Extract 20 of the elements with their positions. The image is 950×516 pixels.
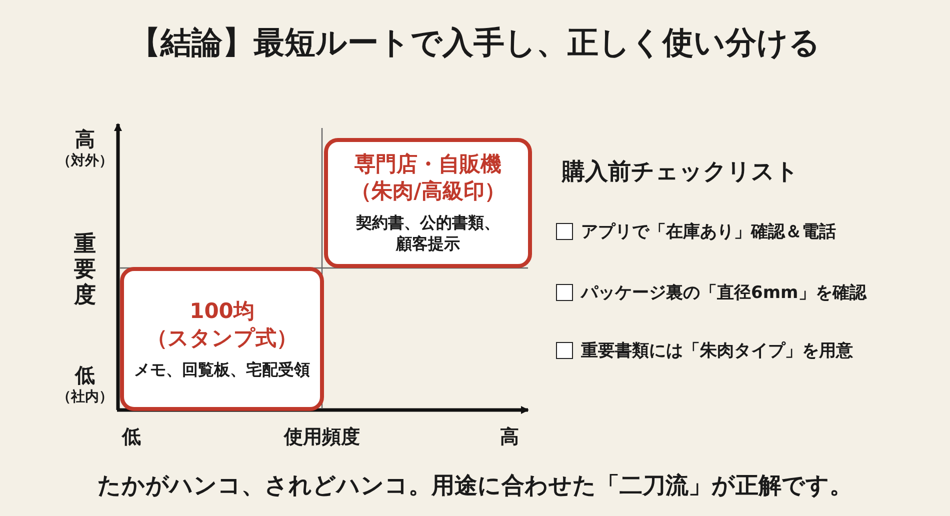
axis-label: 低 xyxy=(74,362,96,389)
axis-label: 高 xyxy=(500,425,519,450)
title: 【結論】最短ルートで入手し、正しく使い分ける xyxy=(128,24,822,63)
checklist-item: アプリで「在庫あり」確認＆電話 xyxy=(581,221,836,243)
quadrant-card xyxy=(324,138,532,268)
checklist-heading: 購入前チェックリスト xyxy=(562,158,799,187)
quadrant-card xyxy=(120,267,324,411)
axis-label: 低 xyxy=(122,425,141,450)
axis-label: （社内） xyxy=(56,388,114,406)
card-heading: 専門店・自販機（朱肉/高級印） xyxy=(350,151,506,206)
axis-title: 重要度 xyxy=(72,232,97,308)
axis-title: 使用頻度 xyxy=(282,425,361,450)
card-heading: 100均（スタンプ式） xyxy=(146,298,298,352)
card-text: メモ、回覧板、宅配受領 xyxy=(134,358,310,380)
axis-label: 高 xyxy=(74,126,96,152)
caption: たかがハンコ、されどハンコ。用途に合わせた「二刀流」が正解です。 xyxy=(96,472,854,501)
checklist-item: パッケージ裏の「直径6mm」を確認 xyxy=(581,282,866,304)
checklist-item: 重要書類には「朱肉タイプ」を用意 xyxy=(581,340,853,362)
card-text: 契約書、公的書類、顧客提示 xyxy=(355,212,501,255)
axis-label: （対外） xyxy=(56,152,114,170)
